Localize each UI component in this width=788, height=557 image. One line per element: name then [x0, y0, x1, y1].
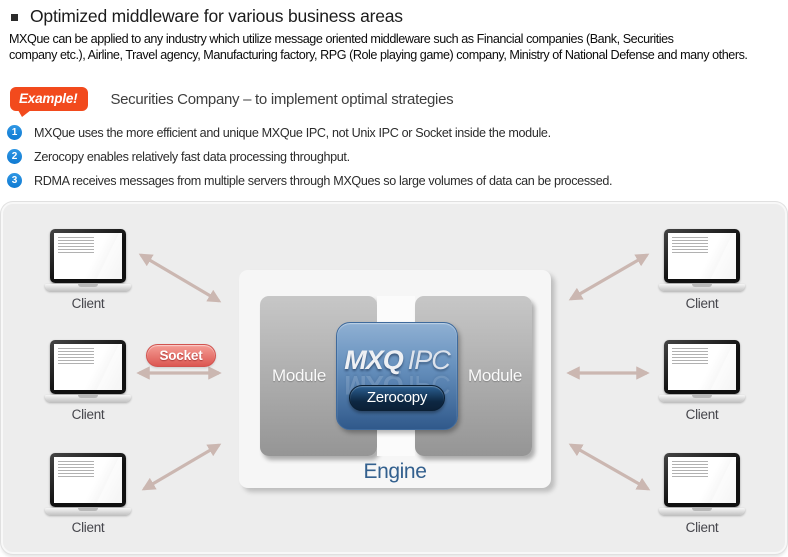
client-node: Client — [659, 229, 745, 311]
engine-label: Engine — [363, 460, 427, 483]
list-item-text: RDMA receives messages from multiple ser… — [34, 173, 613, 188]
client-node: Client — [659, 453, 745, 535]
list-item-text: MXQue uses the more efficient and unique… — [34, 125, 551, 140]
list-item: 2 Zerocopy enables relatively fast data … — [7, 149, 612, 164]
laptop-icon — [50, 453, 126, 507]
intro-line-1: MXQue can be applied to any industry whi… — [9, 32, 674, 46]
client-label: Client — [71, 520, 105, 535]
client-node: Client — [45, 229, 131, 311]
number-badge-2: 2 — [7, 149, 22, 164]
numbered-list: 1 MXQue uses the more efficient and uniq… — [7, 125, 613, 197]
mxq-brand-text: MXQ — [344, 345, 404, 375]
arrow-bottom-right — [568, 443, 651, 491]
arrow-top-right — [568, 253, 650, 301]
socket-badge: Socket — [146, 344, 216, 367]
example-heading: Securities Company – to implement optima… — [110, 90, 454, 108]
client-label: Client — [685, 296, 719, 311]
client-label: Client — [685, 520, 719, 535]
laptop-icon — [664, 229, 740, 283]
example-row: Example! Securities Company – to impleme… — [10, 86, 454, 117]
client-node: Client — [659, 340, 745, 422]
client-label: Client — [71, 296, 105, 311]
client-label: Client — [685, 407, 719, 422]
client-node: Client — [45, 340, 131, 422]
list-item-text: Zerocopy enables relatively fast data pr… — [34, 149, 350, 164]
number-badge-3: 3 — [7, 173, 22, 188]
arrow-bottom-left — [141, 443, 222, 491]
page-title: Optimized middleware for various busines… — [30, 6, 403, 26]
section-title-row: Optimized middleware for various busines… — [9, 6, 403, 27]
list-item: 3 RDMA receives messages from multiple s… — [7, 173, 613, 188]
client-label: Client — [71, 407, 105, 422]
module-label: Module — [272, 366, 326, 385]
square-bullet-icon — [11, 14, 18, 21]
intro-line-2: company etc.), Airline, Travel agency, M… — [9, 48, 748, 62]
arrow-top-left — [138, 253, 222, 303]
zerocopy-badge: Zerocopy — [349, 385, 445, 411]
architecture-diagram-panel: Client Client Client Client Client Clien… — [1, 202, 787, 554]
laptop-icon — [664, 453, 740, 507]
example-badge: Example! — [10, 87, 89, 117]
laptop-icon — [664, 340, 740, 394]
list-item: 1 MXQue uses the more efficient and uniq… — [7, 125, 612, 140]
number-badge-1: 1 — [7, 125, 22, 140]
laptop-icon — [50, 229, 126, 283]
module-label: Module — [468, 366, 522, 385]
client-node: Client — [45, 453, 131, 535]
mxq-suffix-text: IPC — [407, 345, 451, 375]
intro-paragraph: MXQue can be applied to any industry whi… — [9, 31, 787, 63]
laptop-icon — [50, 340, 126, 394]
